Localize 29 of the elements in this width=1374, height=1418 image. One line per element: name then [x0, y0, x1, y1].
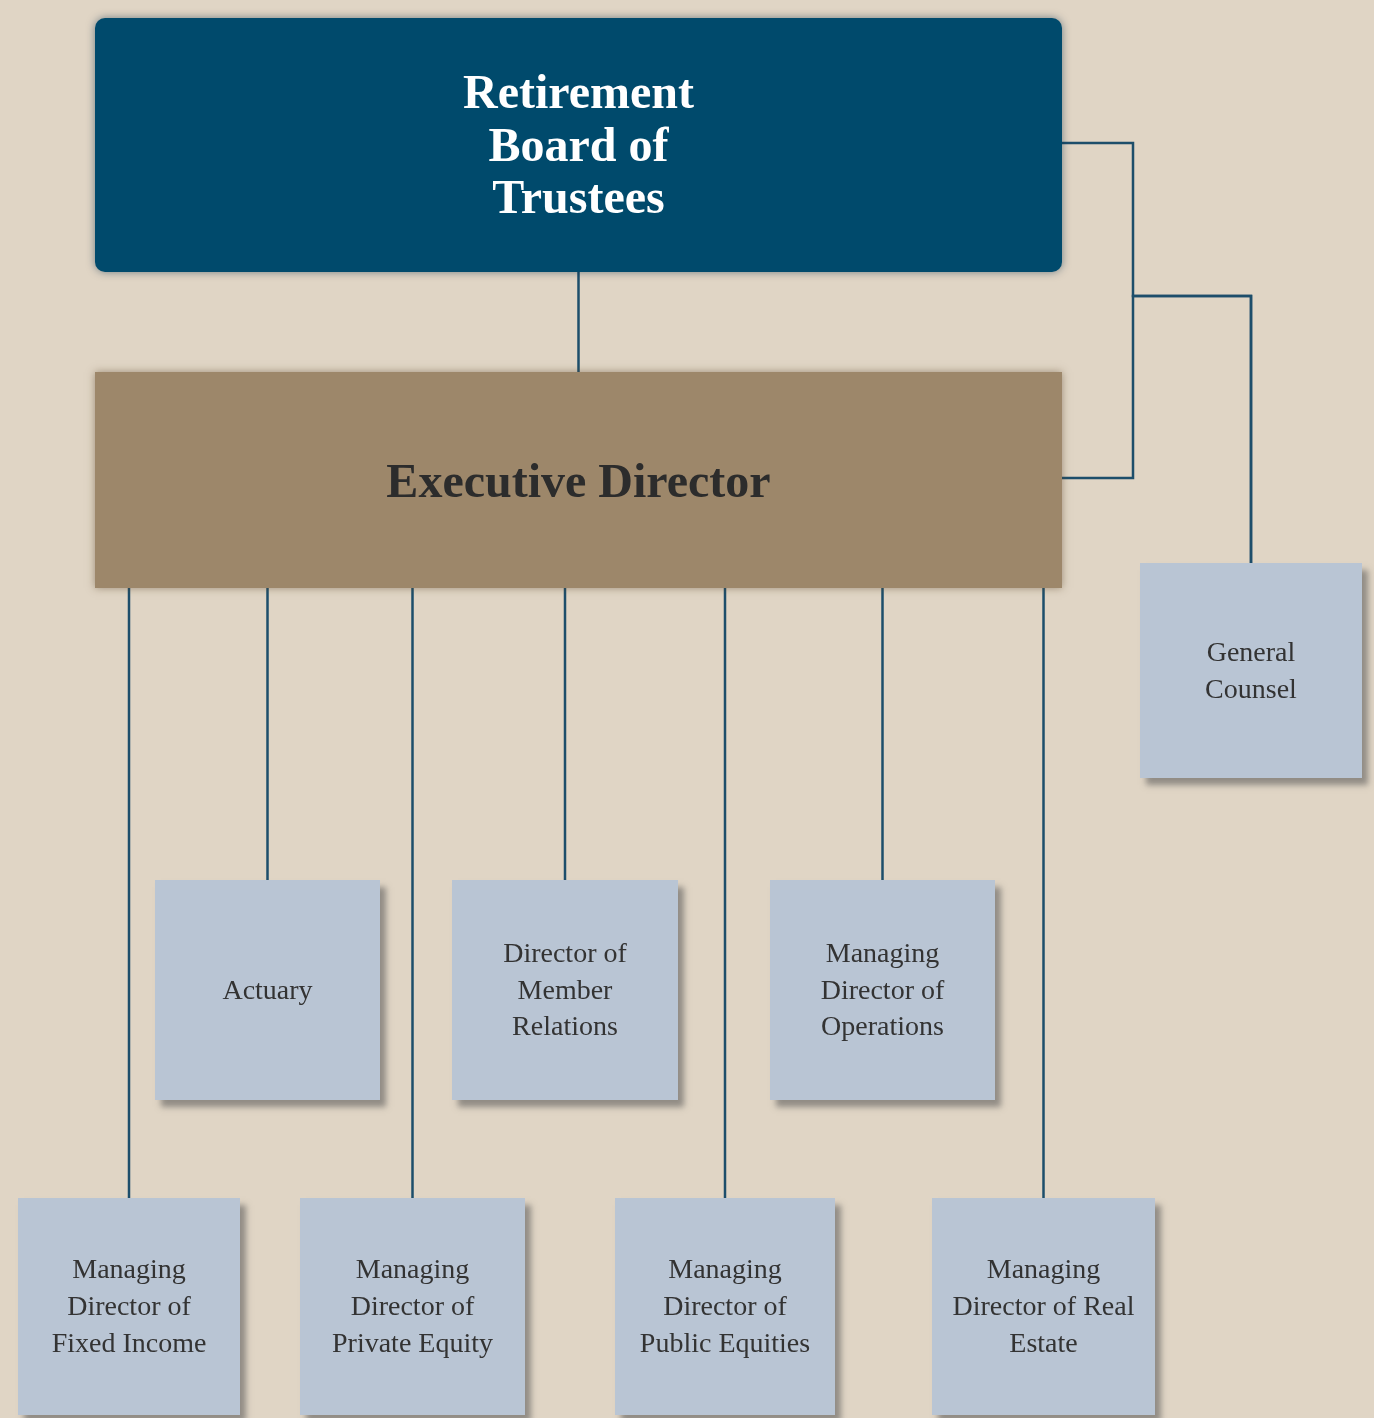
role-box — [452, 880, 678, 1100]
node-label: Director of Member Relations — [502, 935, 628, 1044]
connector-line — [1062, 294, 1253, 563]
connector-line — [563, 588, 567, 880]
role-box — [18, 1198, 240, 1415]
node-label: Managing Director of Private Equity — [331, 1252, 494, 1360]
node-label: Managing Director of Fixed Income — [50, 1252, 208, 1360]
node-label: Managing Director of Operations — [819, 935, 946, 1044]
node-label: Managing Director of Public Equities — [638, 1252, 812, 1360]
connector-line — [1042, 588, 1045, 1198]
role-box — [615, 1198, 835, 1415]
role-box — [1140, 563, 1362, 778]
connector-line — [127, 588, 131, 1198]
role-box — [932, 1198, 1155, 1415]
node-label: Managing Director of Real Estate — [951, 1252, 1136, 1360]
connector-line — [881, 588, 884, 880]
role-box — [300, 1198, 525, 1415]
director-box — [95, 372, 1062, 588]
connector-line — [411, 588, 414, 1198]
node-label: Actuary — [222, 972, 313, 1007]
role-box — [770, 880, 995, 1100]
board-box — [95, 18, 1062, 272]
node-label: General Counsel — [1204, 634, 1298, 706]
role-box — [155, 880, 380, 1100]
connector-line — [577, 272, 580, 372]
connector-line — [266, 588, 269, 880]
connector-line — [723, 588, 727, 1198]
node-label: Retirement Board of Trustees — [462, 65, 695, 225]
node-label: Executive Director — [386, 452, 771, 508]
